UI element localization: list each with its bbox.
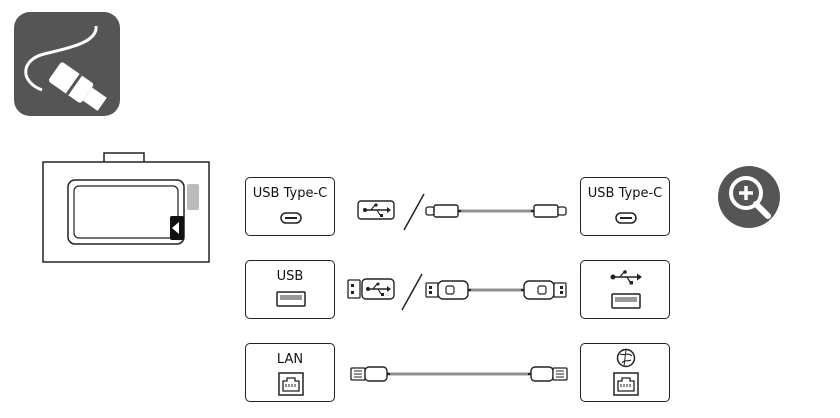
usb-a-port-icon xyxy=(611,293,641,309)
usb-c-port-icon xyxy=(280,212,302,224)
usb-a-plug-icon xyxy=(347,278,395,300)
usb-c-port-right: USB Type-C xyxy=(580,177,670,236)
ethernet-cable-icon xyxy=(350,366,568,382)
usb-c-label-right: USB Type-C xyxy=(587,186,663,201)
usb-c-port-icon xyxy=(615,212,637,224)
usb-c-cable-icon xyxy=(425,204,567,218)
lan-port-left: LAN xyxy=(245,343,335,402)
lan-port-right xyxy=(580,343,670,402)
usb-c-label-left: USB Type-C xyxy=(252,186,328,201)
usb-port-right xyxy=(580,260,670,319)
device-diagram xyxy=(42,152,212,264)
usb-c-port-left: USB Type-C xyxy=(245,177,335,236)
usb-icon xyxy=(357,200,395,220)
ethernet-port-icon xyxy=(613,372,639,396)
ethernet-port-icon xyxy=(278,372,304,396)
globe-icon xyxy=(616,348,636,368)
usb-a-port-icon xyxy=(276,291,306,307)
usb-icon xyxy=(610,270,642,285)
separator-slash xyxy=(401,273,423,311)
lan-label-left: LAN xyxy=(276,352,304,367)
cable-plug-icon xyxy=(14,12,120,116)
separator-slash xyxy=(403,193,425,231)
zoom-in-icon[interactable] xyxy=(712,164,792,232)
usb-label-left: USB xyxy=(276,269,304,284)
usb-a-cable-icon xyxy=(425,280,567,300)
usb-port-left: USB xyxy=(245,260,335,319)
